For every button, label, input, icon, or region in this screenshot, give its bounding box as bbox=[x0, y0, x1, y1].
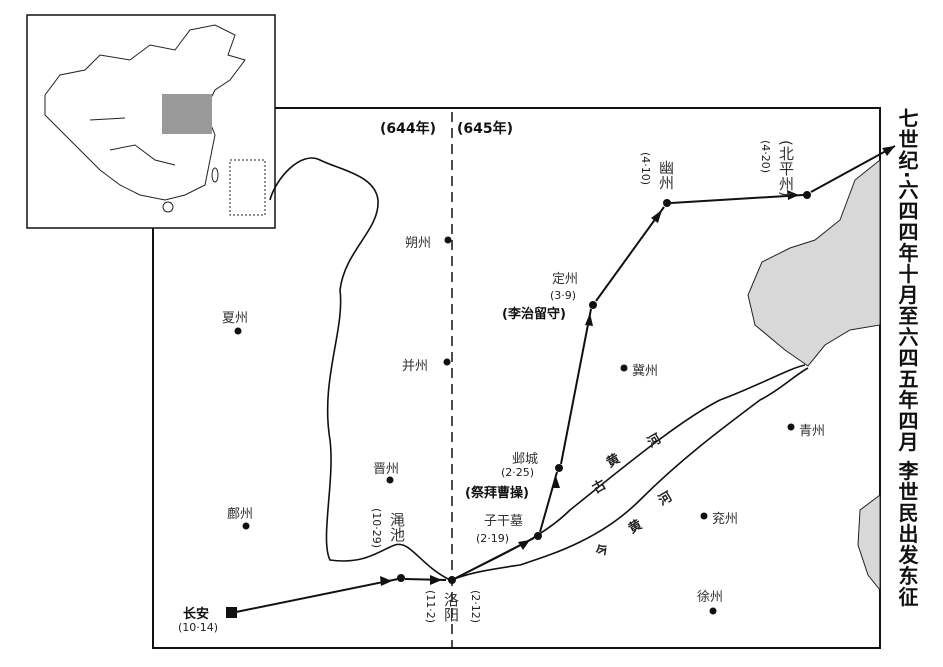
route-dingzhou-note: (李治留守) bbox=[502, 307, 566, 322]
inset-map-frame bbox=[26, 14, 276, 229]
route-dingzhou-date: (3·9) bbox=[550, 289, 577, 302]
sea-yellow bbox=[857, 494, 881, 592]
route-yecheng-date: (2·25) bbox=[501, 466, 535, 479]
yellow-river-upper bbox=[269, 157, 451, 581]
city-yanzhou: 兖州 bbox=[712, 512, 739, 527]
city-xiazhou: 夏州 bbox=[222, 311, 249, 326]
route-ziganmu-date: (2·19) bbox=[476, 532, 510, 545]
route-luoyang-date-out: (2·12) bbox=[469, 590, 482, 624]
route-arrowheads bbox=[380, 146, 895, 586]
map-frame bbox=[152, 107, 881, 649]
inset-highlight-region bbox=[162, 94, 212, 134]
year-label-644: (644年) bbox=[380, 121, 437, 137]
route-luoyang-name: 洛阳 bbox=[442, 592, 460, 622]
route-youzhou-date: (4·10) bbox=[639, 152, 652, 186]
route-yecheng-name: 邺城 bbox=[512, 452, 539, 467]
city-jizhou: 冀州 bbox=[632, 364, 659, 379]
route-luoyang-date-in: (11·2) bbox=[424, 590, 437, 624]
campaign-route bbox=[235, 145, 896, 613]
city-jinzhou: 晋州 bbox=[373, 462, 400, 477]
route-changan-date: (10·14) bbox=[178, 621, 219, 634]
route-yecheng-note: (祭拜曹操) bbox=[465, 486, 529, 501]
city-markers bbox=[226, 191, 811, 618]
route-mianchi-date: (10·29) bbox=[370, 508, 383, 549]
city-qingzhou: 青州 bbox=[799, 424, 826, 439]
inset-china-outline bbox=[44, 24, 266, 216]
year-label-645: (645年) bbox=[457, 121, 514, 137]
city-shuozhou: 朔州 bbox=[405, 236, 432, 251]
route-dingzhou-name: 定州 bbox=[552, 272, 579, 287]
route-mianchi-name: 渑池 bbox=[388, 512, 406, 542]
route-changan-name: 长安 bbox=[183, 607, 210, 622]
modern-yellow-river bbox=[451, 367, 809, 581]
route-youzhou-name: 幽州 bbox=[657, 160, 675, 190]
route-beipingzhou-date: (4·20) bbox=[759, 140, 772, 174]
sea-bohai bbox=[747, 158, 881, 367]
city-xuzhou: 徐州 bbox=[697, 590, 724, 605]
city-bingzhou: 并州 bbox=[402, 359, 429, 374]
city-fuzhou: 鄜州 bbox=[227, 507, 254, 522]
route-beipingzhou-name: (北平州) bbox=[777, 140, 795, 197]
map-title: 七世纪·六四四年十月至六四五年四月 李世民出发东征 bbox=[895, 108, 919, 608]
route-ziganmu-name: 子干墓 bbox=[484, 514, 524, 529]
